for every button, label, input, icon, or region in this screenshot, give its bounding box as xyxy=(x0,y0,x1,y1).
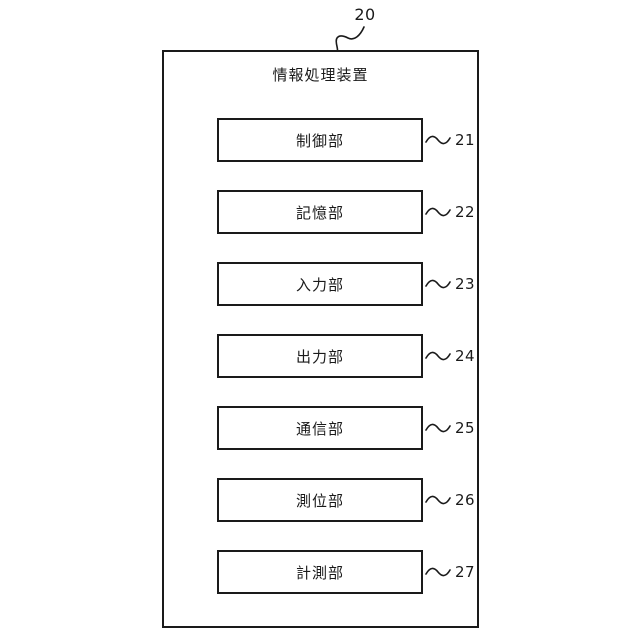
unit-box-positioning: 測位部 xyxy=(217,478,423,522)
unit-ref-number: 22 xyxy=(455,203,476,221)
unit-label: 計測部 xyxy=(295,563,344,582)
tilde-connector-icon xyxy=(425,351,451,361)
unit-box-communication: 通信部 xyxy=(217,406,423,450)
unit-row-positioning: 測位部 26 xyxy=(217,478,475,522)
unit-row-communication: 通信部 25 xyxy=(217,406,475,450)
unit-ref-number: 26 xyxy=(455,491,476,509)
unit-label: 入力部 xyxy=(295,275,344,294)
unit-row-storage: 記憶部 22 xyxy=(217,190,475,234)
unit-ref-number: 21 xyxy=(455,131,476,149)
unit-row-measurement: 計測部 27 xyxy=(217,550,475,594)
unit-box-measurement: 計測部 xyxy=(217,550,423,594)
unit-box-storage: 記憶部 xyxy=(217,190,423,234)
tilde-connector-icon xyxy=(425,207,451,217)
tilde-connector-icon xyxy=(425,423,451,433)
device-title: 情報処理装置 xyxy=(272,66,369,84)
unit-box-output: 出力部 xyxy=(217,334,423,378)
unit-label: 記憶部 xyxy=(295,203,344,222)
device-box: 情報処理装置 xyxy=(162,50,479,628)
unit-label: 制御部 xyxy=(295,131,344,150)
unit-row-input: 入力部 23 xyxy=(217,262,475,306)
unit-row-output: 出力部 24 xyxy=(217,334,475,378)
unit-label: 測位部 xyxy=(295,491,344,510)
unit-row-control: 制御部 21 xyxy=(217,118,475,162)
tilde-connector-icon xyxy=(425,567,451,577)
tilde-connector-icon xyxy=(425,495,451,505)
unit-label: 通信部 xyxy=(295,419,344,438)
unit-ref-number: 25 xyxy=(455,419,476,437)
unit-label: 出力部 xyxy=(295,347,344,366)
tilde-connector-icon xyxy=(425,279,451,289)
unit-ref-number: 24 xyxy=(455,347,476,365)
tilde-connector-icon xyxy=(425,135,451,145)
unit-box-input: 入力部 xyxy=(217,262,423,306)
device-ref-number: 20 xyxy=(354,5,376,24)
unit-box-control: 制御部 xyxy=(217,118,423,162)
unit-ref-number: 27 xyxy=(455,563,476,581)
unit-ref-number: 23 xyxy=(455,275,476,293)
